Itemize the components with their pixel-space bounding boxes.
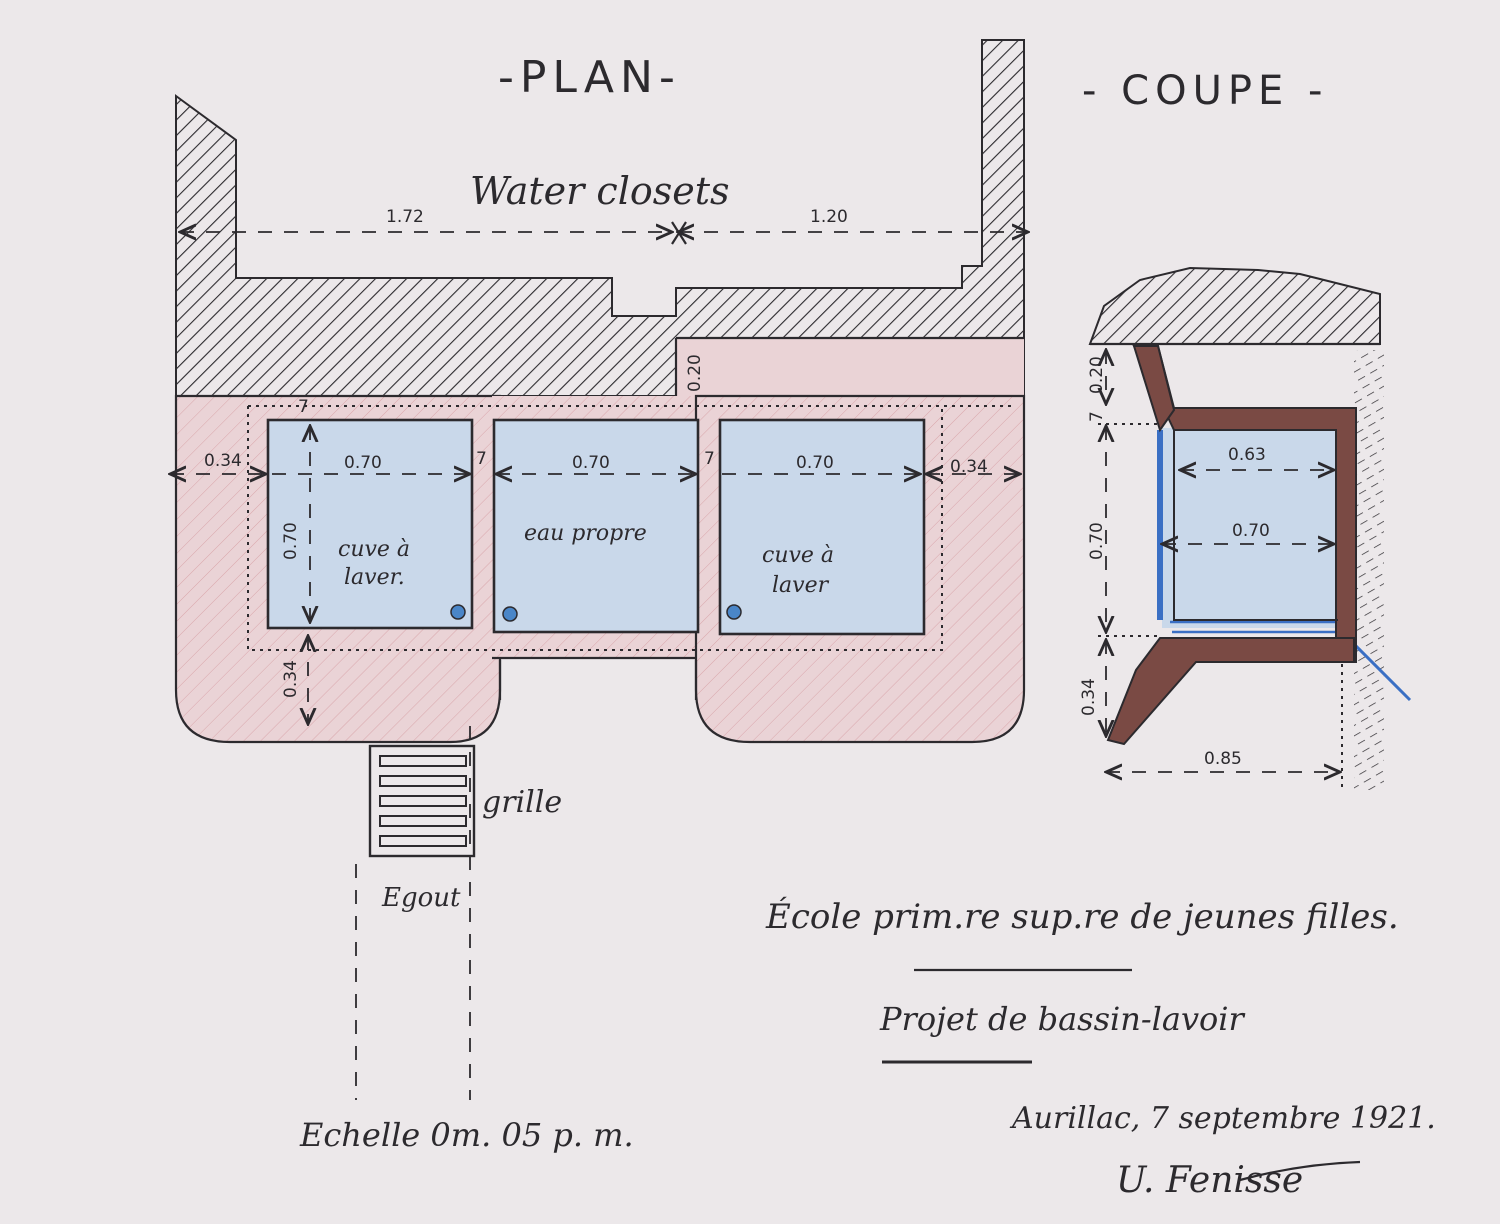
basin-3-label-line2: laver <box>772 573 830 598</box>
title-block: École prim.re sup.re de jeunes filles. P… <box>765 896 1436 1201</box>
scale-label: Echelle 0m. 05 p. m. <box>299 1116 634 1154</box>
grille <box>368 744 476 858</box>
project-name: Projet de bassin-lavoir <box>879 1000 1246 1038</box>
dim-gap-top: 7 <box>298 397 309 417</box>
basin-2-label: eau propre <box>524 521 647 546</box>
dim-basin-width-3: 0.70 <box>796 453 834 473</box>
dim-basin-depth: 0.70 <box>281 522 301 560</box>
sewer-channel <box>355 726 471 1100</box>
water-closets-label: Water closets <box>470 169 730 213</box>
basin-1-label-line2: laver. <box>344 565 405 590</box>
section-drawing: 0.20 7 0.63 0.70 0.70 0.34 0.85 <box>1079 266 1412 790</box>
section-dim-bottom: 0.34 <box>1079 678 1099 716</box>
dim-wc-right: 1.20 <box>810 207 848 227</box>
egout-label: Egout <box>381 883 461 913</box>
grille-label: grille <box>482 785 562 820</box>
dim-right-margin: 0.34 <box>950 457 988 477</box>
signature: U. Fenisse <box>1116 1160 1303 1201</box>
basin-3: cuve à laver <box>718 418 926 636</box>
basin-3-label-line1: cuve à <box>762 543 834 568</box>
dim-gap-2: 7 <box>704 449 715 469</box>
dim-basin-width-2: 0.70 <box>572 453 610 473</box>
section-dim-base: 0.85 <box>1204 749 1242 769</box>
school-name: École prim.re sup.re de jeunes filles. <box>765 896 1399 937</box>
section-dim-inner: 0.63 <box>1228 445 1266 465</box>
basin-1-label-line1: cuve à <box>338 537 410 562</box>
section-dim-width: 0.70 <box>1232 521 1270 541</box>
dim-wc-left: 1.72 <box>386 207 424 227</box>
basin-2: eau propre <box>492 418 700 634</box>
coupe-title: - COUPE - <box>1082 68 1328 114</box>
section-dim-height: 0.70 <box>1087 522 1107 560</box>
dim-wall: 0.20 <box>685 354 705 392</box>
plan-masonry-walls <box>175 39 1025 397</box>
signature-flourish <box>1239 1160 1361 1182</box>
section-dim-top: 0.20 <box>1087 356 1107 394</box>
dim-basin-width-1: 0.70 <box>344 453 382 473</box>
plan-dimensions: Water closets 1.72 1.20 0.20 0.34 0.70 7… <box>170 169 1028 724</box>
place-date: Aurillac, 7 septembre 1921. <box>1009 1101 1436 1136</box>
plan-title: -PLAN- <box>498 52 681 103</box>
section-dim-small: 7 <box>1087 411 1107 422</box>
dim-left-margin: 0.34 <box>204 451 242 471</box>
dim-gap-1: 7 <box>476 449 487 469</box>
dim-bottom-margin: 0.34 <box>281 660 301 698</box>
